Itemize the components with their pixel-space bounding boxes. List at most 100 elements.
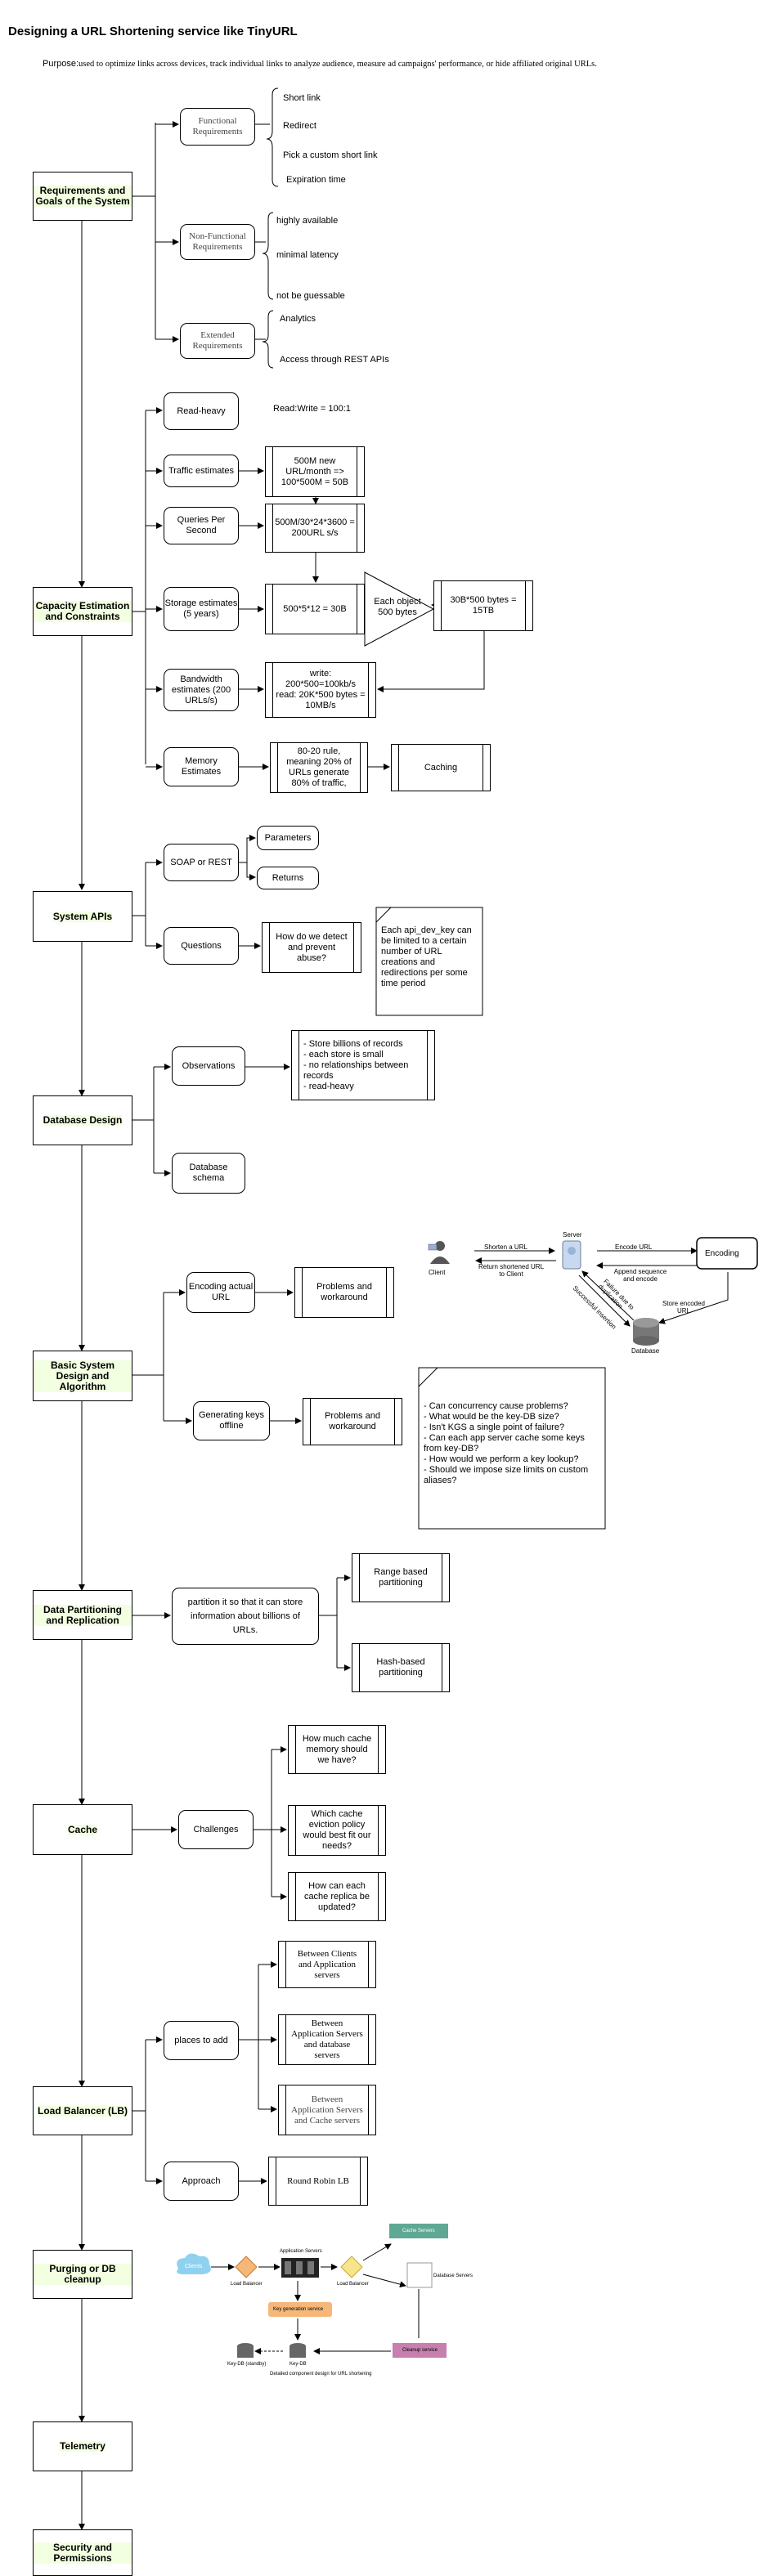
qps-calc: 500M/30*24*3600 = 200URL s/s: [265, 504, 365, 553]
purpose-body: used to optimize links across devices, t…: [79, 60, 597, 69]
places-to-add-node[interactable]: places to add: [164, 2021, 239, 2060]
traffic-estimates-node[interactable]: Traffic estimates: [164, 455, 239, 487]
flow-store-label: Store encoded URL: [662, 1300, 706, 1315]
section-basic-design[interactable]: Basic System Design and Algorithm: [33, 1351, 132, 1401]
lb-place-2: Between Application Servers and database…: [278, 2014, 376, 2065]
functional-item: Expiration time: [286, 175, 346, 185]
nonfunctional-requirements-node[interactable]: Non-Functional Requirements: [180, 224, 255, 260]
pd-cache-label: Cache Servers: [402, 2229, 435, 2233]
pd-caption: Detailed component design for URL shorte…: [270, 2372, 372, 2377]
nonfunctional-item: highly available: [276, 216, 339, 226]
section-load-balancer[interactable]: Load Balancer (LB): [33, 2086, 132, 2135]
abuse-question: How do we detect and prevent abuse?: [262, 922, 361, 973]
qps-node[interactable]: Queries Per Second: [164, 507, 239, 544]
purpose-text: Purpose: used to optimize links across d…: [43, 59, 597, 69]
clients-cloud-icon: [177, 2253, 211, 2274]
extended-item: Access through REST APIs: [280, 355, 389, 365]
returns-node[interactable]: Returns: [257, 867, 319, 889]
hash-partitioning[interactable]: Hash-based partitioning: [352, 1643, 450, 1692]
encoding-url-node[interactable]: Encoding actual URL: [186, 1272, 255, 1313]
range-partitioning[interactable]: Range based partitioning: [352, 1553, 450, 1602]
pd-cleanup-label: Cleanup service: [402, 2348, 438, 2353]
cleanup-icon: [393, 2343, 447, 2358]
extended-requirements-node[interactable]: Extended Requirements: [180, 323, 255, 359]
parameters-node[interactable]: Parameters: [257, 826, 319, 850]
partition-node[interactable]: partition it so that it can store inform…: [172, 1588, 319, 1645]
observations-node[interactable]: Observations: [172, 1046, 245, 1086]
memory-calc: 80-20 rule, meaning 20% of URLs generate…: [270, 742, 368, 793]
pd-app-label: Application Servers: [280, 2249, 322, 2254]
flow-append-label: Append sequence and encode: [613, 1268, 667, 1283]
memory-node[interactable]: Memory Estimates: [164, 747, 239, 786]
abuse-note: Each api_dev_key can be limited to a cer…: [381, 925, 472, 988]
flow-encode-label: Encode URL: [615, 1243, 653, 1251]
observations-list: - Store billions of records - each store…: [291, 1030, 435, 1100]
pd-kgs-label: Key generation service: [273, 2307, 324, 2312]
object-size-triangle: [364, 571, 435, 647]
pd-keydb-standby-label: Key-DB (standby): [227, 2362, 267, 2367]
flow-return-label: Return shortened URL to Client: [478, 1263, 545, 1278]
page-title: Designing a URL Shortening service like …: [8, 25, 298, 38]
section-purging[interactable]: Purging or DB cleanup: [33, 2250, 132, 2299]
soap-rest-node[interactable]: SOAP or REST: [164, 844, 239, 881]
pd-keydb-label: Key-DB: [290, 2362, 307, 2367]
database-schema-node[interactable]: Database schema: [172, 1153, 245, 1194]
cache-question-2: Which cache eviction policy would best f…: [288, 1805, 386, 1856]
read-heavy-node[interactable]: Read-heavy: [164, 392, 239, 430]
cache-question-3: How can each cache replica be updated?: [288, 1872, 386, 1921]
problems-workaround-2[interactable]: Problems and workaround: [303, 1398, 402, 1445]
lb1-icon: [235, 2256, 258, 2278]
section-partitioning[interactable]: Data Partitioning and Replication: [33, 1590, 132, 1640]
pd-lb1-label: Load Balancer: [231, 2282, 263, 2287]
lb-place-3: Between Application Servers and Cache se…: [278, 2085, 376, 2135]
kgs-questions-note: - Can concurrency cause problems? - What…: [424, 1401, 589, 1485]
server-icon: [562, 1240, 581, 1270]
section-telemetry[interactable]: Telemetry: [33, 2421, 132, 2471]
round-robin-lb: Round Robin LB: [268, 2157, 368, 2206]
kgs-icon: [268, 2302, 332, 2317]
questions-node[interactable]: Questions: [164, 927, 239, 965]
pd-clients-label: Clients: [185, 2264, 203, 2269]
problems-workaround-1[interactable]: Problems and workaround: [294, 1267, 394, 1318]
functional-item: Short link: [283, 93, 321, 103]
purpose-label: Purpose:: [43, 59, 79, 69]
generating-keys-node[interactable]: Generating keys offline: [193, 1401, 270, 1440]
flow-shorten-label: Shorten a URL: [484, 1243, 527, 1251]
lb2-icon: [340, 2256, 363, 2278]
kgs-note-shape: [418, 1367, 606, 1530]
extended-item: Analytics: [280, 314, 316, 324]
functional-item: Pick a custom short link: [283, 150, 378, 160]
encoding-box: [696, 1237, 758, 1270]
pd-lb2-label: Load Balancer: [337, 2282, 369, 2287]
section-system-apis[interactable]: System APIs: [33, 891, 132, 942]
nonfunctional-item: minimal latency: [276, 250, 339, 260]
section-database-design[interactable]: Database Design: [33, 1095, 132, 1145]
storage-estimates-node[interactable]: Storage estimates (5 years): [164, 587, 239, 631]
read-write-ratio: Read:Write = 100:1: [273, 404, 351, 414]
section-cache[interactable]: Cache: [33, 1804, 132, 1855]
storage-total: 30B*500 bytes = 15TB: [433, 580, 533, 631]
functional-item: Redirect: [283, 121, 316, 131]
lb-place-1: Between Clients and Application servers: [278, 1941, 376, 1988]
approach-node[interactable]: Approach: [164, 2162, 239, 2201]
object-size-label: Each object 500 bytes: [374, 597, 421, 617]
db-servers-icon: [406, 2262, 433, 2288]
cache-servers-icon: [389, 2224, 448, 2238]
bandwidth-node[interactable]: Bandwidth estimates (200 URLs/s): [164, 669, 239, 711]
functional-requirements-node[interactable]: Functional Requirements: [180, 108, 255, 146]
traffic-calc: 500M new URL/month => 100*500M = 50B: [265, 446, 365, 497]
section-requirements[interactable]: Requirements and Goals of the System: [33, 172, 132, 221]
client-icon: [428, 1241, 450, 1264]
challenges-node[interactable]: Challenges: [178, 1810, 254, 1849]
pd-db-label: Database Servers: [433, 2274, 474, 2278]
section-capacity[interactable]: Capacity Estimation and Constraints: [33, 587, 132, 636]
section-security[interactable]: Security and Permissions: [33, 2529, 132, 2576]
flow-database-label: Database: [631, 1347, 660, 1355]
storage-calc: 500*5*12 = 30B: [265, 584, 365, 634]
abuse-note-shape: [375, 907, 483, 1016]
cache-question-1: How much cache memory should we have?: [288, 1725, 386, 1774]
caching-node[interactable]: Caching: [391, 744, 491, 791]
nonfunctional-item: not be guessable: [276, 291, 345, 301]
flow-encoding-label: Encoding: [705, 1249, 739, 1258]
